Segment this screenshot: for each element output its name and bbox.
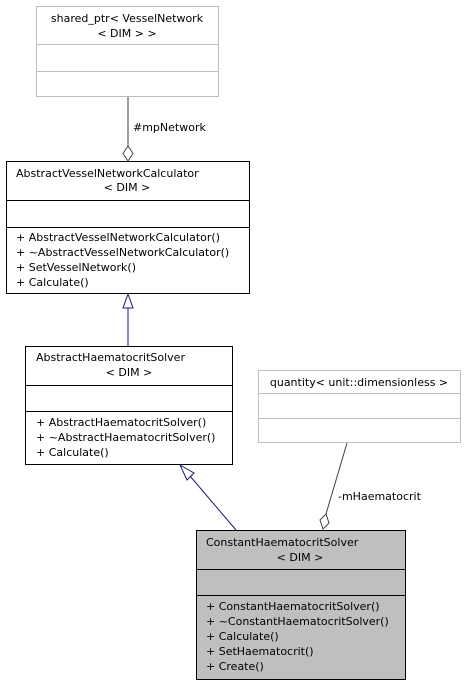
class-title-line1: quantity< unit::dimensionless > (270, 376, 448, 389)
method-constructor: + AbstractVesselNetworkCalculator() (16, 231, 220, 244)
class-box-shared-ptr: shared_ptr< VesselNetwork < DIM > > (36, 6, 219, 97)
method-calculate: + Calculate() (16, 276, 89, 289)
class-title-line1: AbstractHaematocritSolver (36, 351, 185, 364)
method-calculate: + Calculate() (206, 630, 279, 643)
class-title-line2: < DIM > (104, 181, 151, 194)
inheritance-arrowhead (178, 463, 195, 481)
method-constructor: + AbstractHaematocritSolver() (36, 416, 206, 429)
class-title-line2: < DIM > (277, 551, 324, 564)
class-box-constant-haematocrit-solver: ConstantHaematocritSolver < DIM > + Cons… (196, 530, 406, 680)
class-title-line2: < DIM > > (97, 27, 156, 40)
inheritance-edge-solver-to-calculator (122, 292, 134, 346)
class-title-line1: AbstractVesselNetworkCalculator (16, 167, 199, 180)
method-destructor: + ~AbstractHaematocritSolver() (36, 431, 215, 444)
method-calculate: + Calculate() (36, 446, 109, 459)
class-title-line1: ConstantHaematocritSolver (206, 536, 359, 549)
inheritance-edge-constant-to-abstract (178, 463, 237, 531)
method-set-vessel-network: + SetVesselNetwork() (16, 261, 136, 274)
class-title-line1: shared_ptr< VesselNetwork (51, 12, 204, 25)
method-destructor: + ~ConstantHaematocritSolver() (206, 615, 389, 628)
aggregation-diamond (319, 513, 330, 530)
aggregation-edge-mp-network: #mpNetwork (122, 97, 206, 162)
class-title-line2: < DIM > (106, 366, 153, 379)
inheritance-arrowhead (122, 292, 134, 309)
method-create: + Create() (206, 660, 264, 673)
method-destructor: + ~AbstractVesselNetworkCalculator() (16, 246, 229, 259)
class-box-abstract-vessel-network-calculator: AbstractVesselNetworkCalculator < DIM > … (6, 161, 250, 294)
edge-label-m-haematocrit: -mHaematocrit (338, 490, 422, 503)
aggregation-diamond (122, 145, 134, 162)
class-box-abstract-haematocrit-solver: AbstractHaematocritSolver < DIM > + Abst… (25, 346, 233, 465)
method-set-haematocrit: + SetHaematocrit() (206, 645, 314, 658)
aggregation-edge-m-haematocrit: -mHaematocrit (319, 442, 422, 530)
method-constructor: + ConstantHaematocritSolver() (206, 600, 380, 613)
edge-label-mp-network: #mpNetwork (133, 121, 206, 134)
class-box-quantity-dimensionless: quantity< unit::dimensionless > (258, 370, 461, 443)
